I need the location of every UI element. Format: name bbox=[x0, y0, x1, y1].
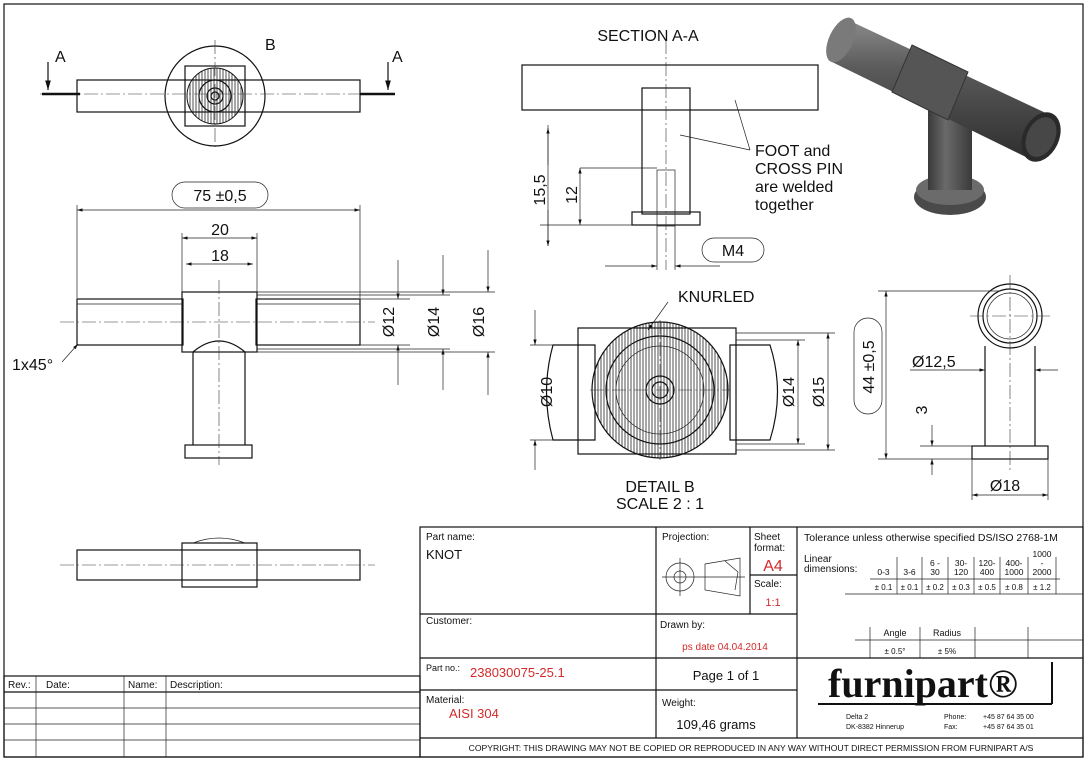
name-header: Name: bbox=[128, 680, 157, 691]
detail-marker: B bbox=[265, 37, 276, 54]
tolerance-value: ± 0.5 bbox=[978, 583, 996, 592]
weld-note: FOOT and CROSS PIN are welded together bbox=[755, 143, 847, 214]
tolerance-range: 1000-2000 bbox=[1033, 549, 1052, 577]
side-view: 44 ±0,5 Ø12,5 3 Ø18 bbox=[853, 275, 1058, 500]
tolerance-value: ± 1.2 bbox=[1033, 583, 1051, 592]
projection-symbol-icon bbox=[662, 557, 745, 597]
dim-thread: M4 bbox=[722, 243, 744, 260]
dim-chamfer: 1x45° bbox=[12, 357, 53, 374]
dim-detail-dia-10: Ø10 bbox=[539, 377, 556, 407]
furnipart-logo: furnipart® bbox=[828, 661, 1018, 706]
knurled-label: KNURLED bbox=[678, 289, 754, 306]
section-marker-left: A bbox=[55, 49, 66, 66]
dim-height: 44 ±0,5 bbox=[861, 340, 878, 393]
tolerance-value: ± 0.2 bbox=[926, 583, 944, 592]
tolerance-table: 0-3 ± 0.1 3-6 ± 0.1 6 -30 ± 0.2 30-120 ± 0.3 120… bbox=[845, 549, 1083, 595]
dim-overall-length: 75 ±0,5 bbox=[193, 188, 246, 205]
dim-dia-16: Ø16 bbox=[471, 307, 488, 337]
tolerance-range: 400-1000 bbox=[1005, 558, 1024, 577]
dim-base-3: 3 bbox=[914, 405, 931, 414]
dim-dia-12: Ø12 bbox=[381, 307, 398, 337]
scale-label: Scale: bbox=[754, 579, 782, 590]
dim-12: 12 bbox=[564, 186, 581, 204]
part-name-label: Part name: bbox=[426, 532, 475, 543]
tolerance-value: ± 0.3 bbox=[952, 583, 970, 592]
weight-label: Weight: bbox=[662, 698, 696, 709]
detail-b: KNURLED Ø10 Ø14 Ø15 DETAIL B SCALE 2 : 1 bbox=[530, 289, 835, 513]
bottom-view bbox=[60, 537, 375, 588]
tolerance-value: ± 0.1 bbox=[875, 583, 893, 592]
dim-detail-dia-14: Ø14 bbox=[781, 377, 798, 407]
dim-15-5: 15,5 bbox=[532, 174, 549, 205]
phone: +45 87 64 35 00 bbox=[983, 714, 1034, 721]
customer-label: Customer: bbox=[426, 616, 472, 627]
material-label: Material: bbox=[426, 695, 464, 706]
angle-label: Angle bbox=[883, 628, 906, 638]
knob-3d-render bbox=[826, 17, 1061, 215]
detail-title: DETAIL B bbox=[625, 479, 694, 496]
tolerance-value: ± 0.8 bbox=[1005, 583, 1023, 592]
angle-tolerance: ± 0.5° bbox=[885, 647, 906, 656]
material: AISI 304 bbox=[449, 706, 499, 721]
top-view: A A B bbox=[40, 37, 403, 150]
section-title: SECTION A-A bbox=[597, 28, 699, 45]
description-header: Description: bbox=[170, 680, 223, 691]
tolerance-value: ± 0.1 bbox=[901, 583, 919, 592]
front-view: 75 ±0,5 20 18 Ø12 Ø14 Ø16 1x45° bbox=[12, 181, 495, 465]
radius-tolerance: ± 5% bbox=[938, 647, 956, 656]
dim-dia-18: Ø18 bbox=[990, 478, 1020, 495]
part-no-label: Part no.: bbox=[426, 663, 460, 673]
tolerance-range: 0-3 bbox=[877, 567, 890, 577]
tolerance-range: 30-120 bbox=[954, 558, 968, 577]
rev-header: Rev.: bbox=[8, 680, 31, 691]
scale: 1:1 bbox=[765, 597, 780, 609]
dim-dia-12-5: Ø12,5 bbox=[912, 354, 956, 371]
dim-detail-dia-15: Ø15 bbox=[811, 377, 828, 407]
tolerance-range: 6 -30 bbox=[930, 558, 940, 577]
fax-label: Fax: bbox=[944, 724, 958, 731]
dim-collar-outer: 20 bbox=[211, 222, 229, 239]
section-marker-right: A bbox=[392, 49, 403, 66]
tolerance-range: 120-400 bbox=[978, 558, 995, 577]
drawn-by: ps date 04.04.2014 bbox=[682, 642, 768, 653]
date-header: Date: bbox=[46, 680, 70, 691]
tolerance-range: 3-6 bbox=[903, 567, 916, 577]
copyright-notice: COPYRIGHT: THIS DRAWING MAY NOT BE COPIE… bbox=[469, 743, 1034, 753]
dim-dia-14: Ø14 bbox=[426, 307, 443, 337]
page-indicator: Page 1 of 1 bbox=[693, 668, 760, 683]
part-name: KNOT bbox=[426, 547, 462, 562]
dim-collar-inner: 18 bbox=[211, 248, 229, 265]
phone-label: Phone: bbox=[944, 714, 966, 721]
revision-table: Rev.: Date: Name: Description: bbox=[3, 675, 421, 758]
tolerance-title: Tolerance unless otherwise specified DS/… bbox=[804, 532, 1058, 544]
weight: 109,46 grams bbox=[676, 717, 756, 732]
sheet-format: A4 bbox=[763, 558, 783, 575]
drawn-by-label: Drawn by: bbox=[660, 620, 705, 631]
detail-scale: SCALE 2 : 1 bbox=[616, 496, 704, 513]
projection-label: Projection: bbox=[662, 532, 709, 543]
part-no: 238030075-25.1 bbox=[470, 665, 565, 680]
fax: +45 87 64 35 01 bbox=[983, 724, 1034, 731]
radius-label: Radius bbox=[933, 628, 962, 638]
section-a-a: SECTION A-A 15,5 12 M4 FOOT and CROSS PI… bbox=[521, 28, 847, 270]
